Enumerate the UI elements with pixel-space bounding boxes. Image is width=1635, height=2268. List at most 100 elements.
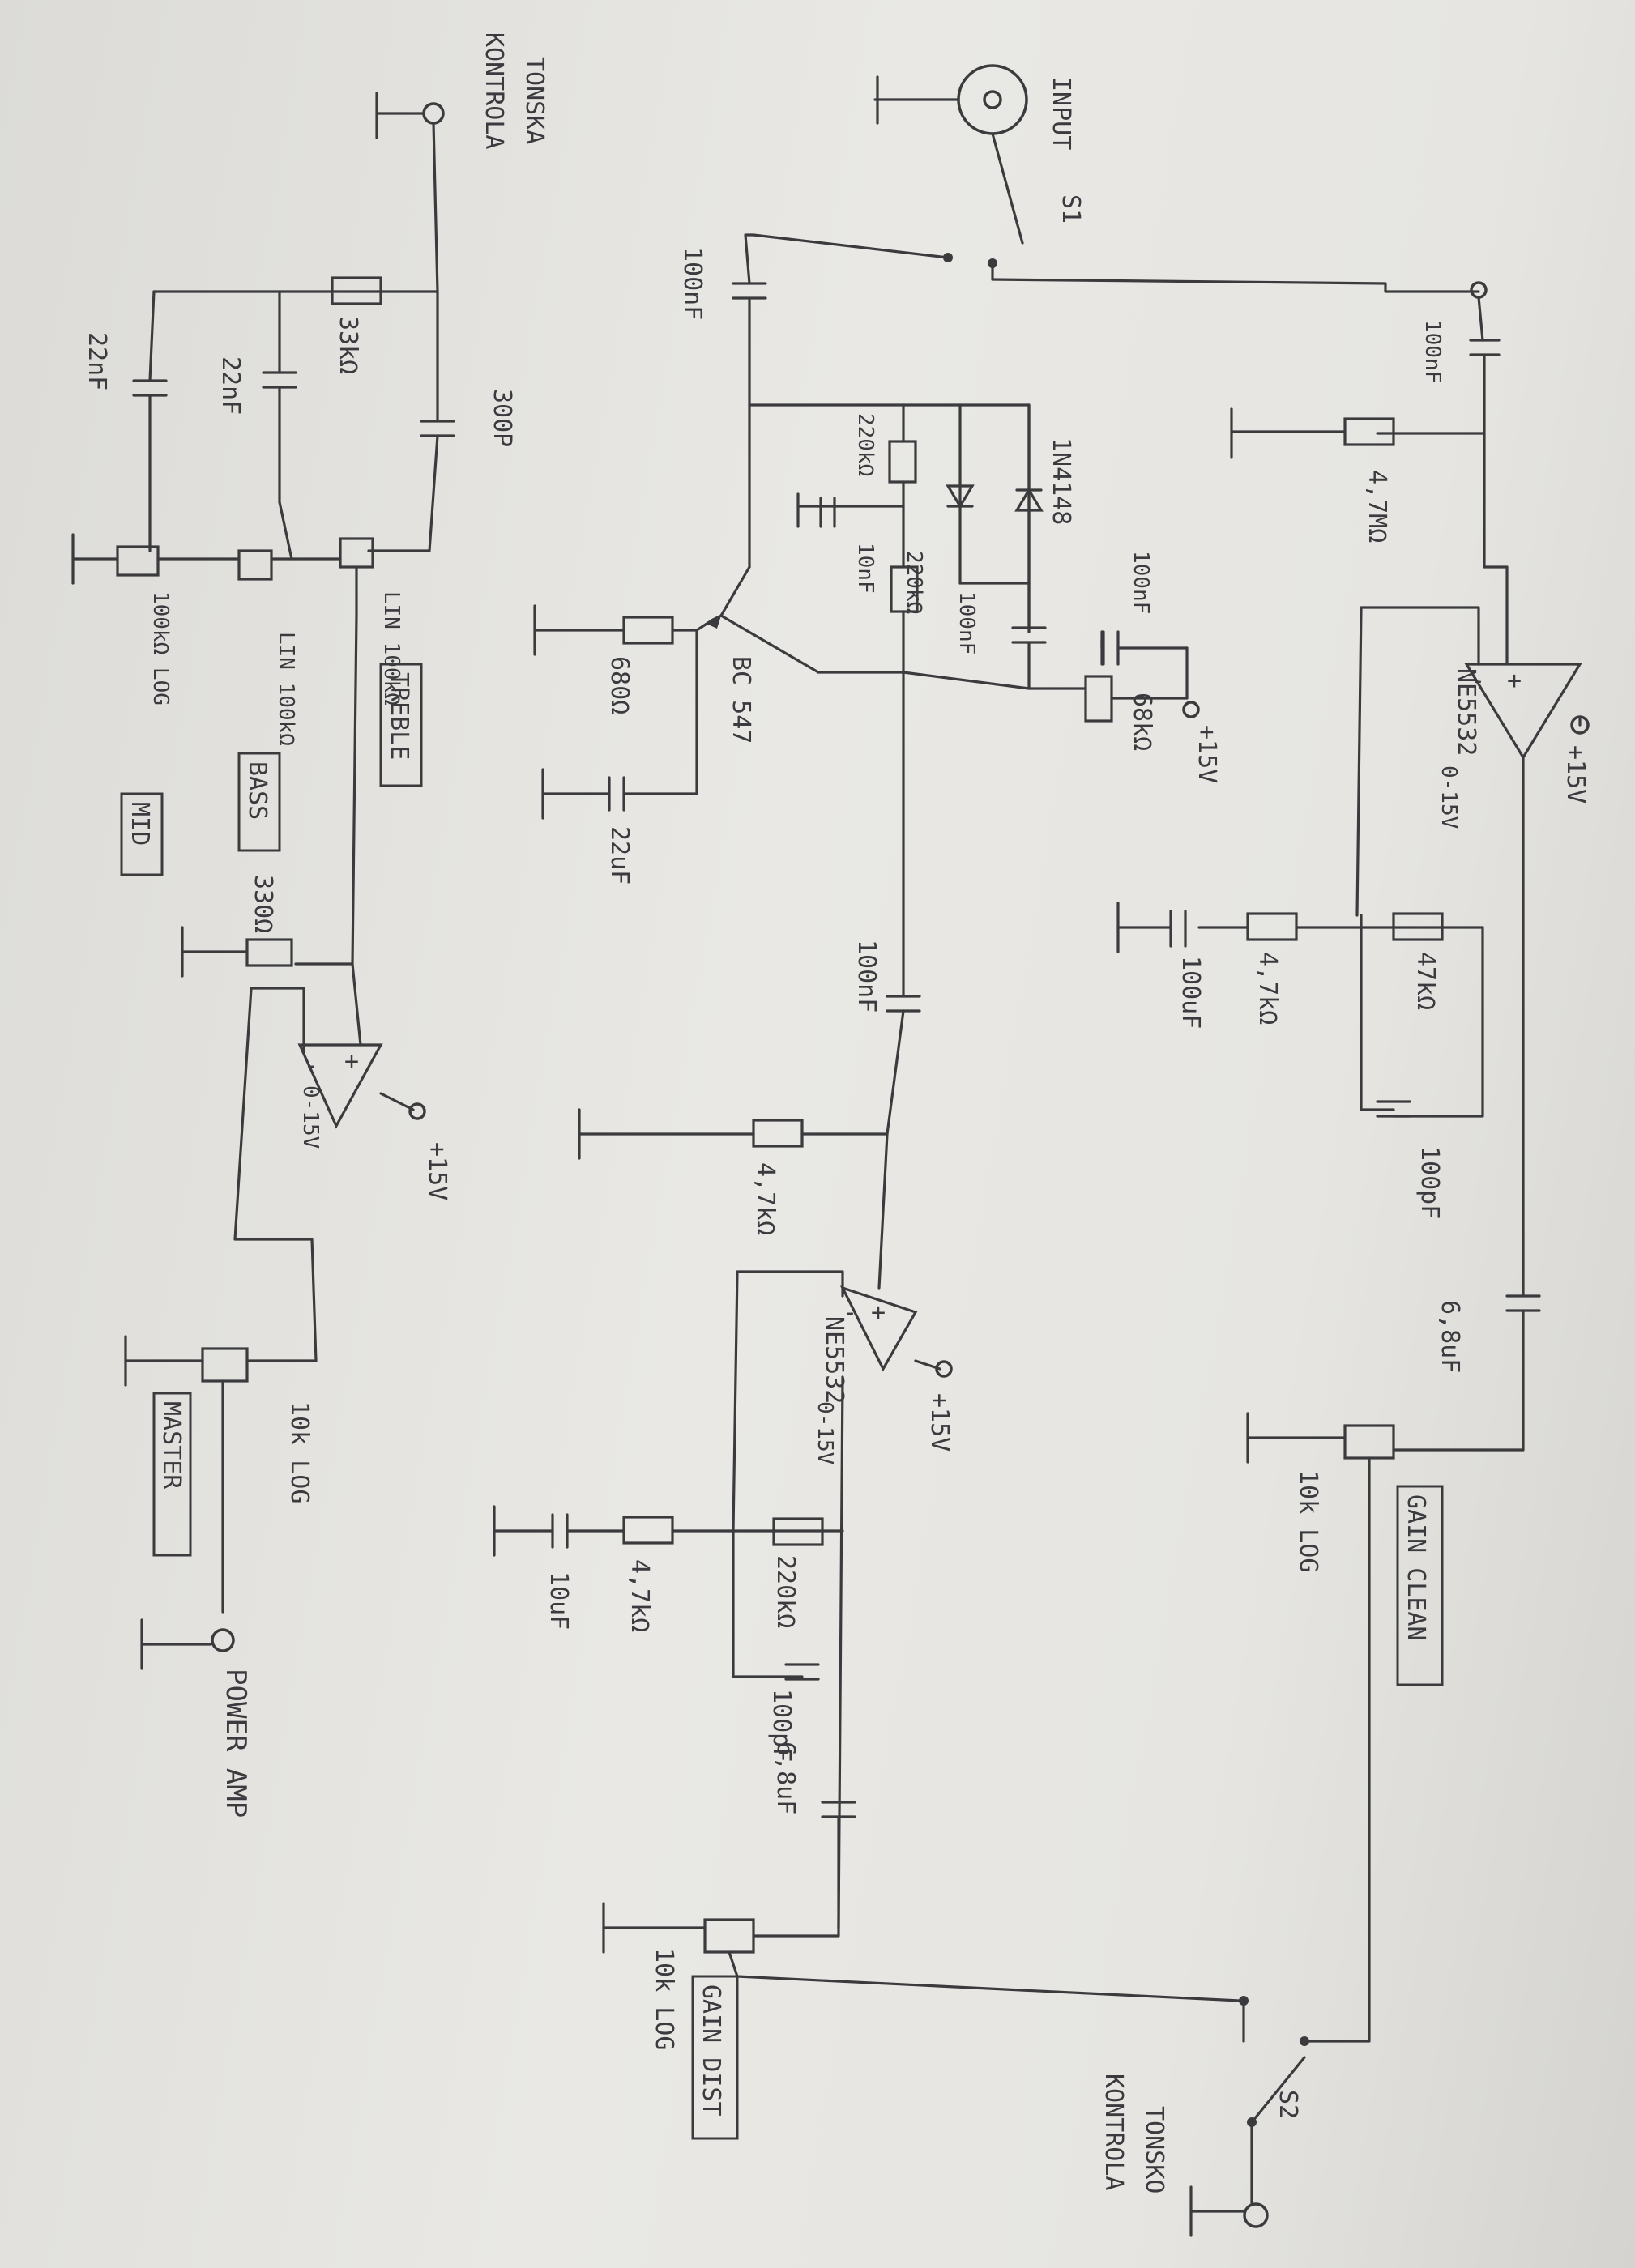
bias-cap-label: 100nF bbox=[1129, 551, 1153, 614]
opamp-output: + - bbox=[297, 1043, 383, 1129]
kontrola-top-label: KONTROLA bbox=[480, 32, 508, 150]
wire bbox=[732, 1270, 844, 1533]
clean-input-cap-label: 100nF bbox=[1420, 320, 1445, 383]
dist-gain-resistor-label: 4,7kΩ bbox=[625, 1559, 654, 1632]
kontrola-bottom-label: KONTROLA bbox=[1099, 2074, 1128, 2191]
dist-input-cap-label: 100nF bbox=[678, 247, 707, 320]
svg-text:+: + bbox=[344, 1047, 359, 1076]
capacitor bbox=[132, 379, 168, 397]
tone-output-jack bbox=[1243, 2202, 1269, 2228]
svg-text:-: - bbox=[304, 1051, 318, 1080]
opamp3-supply-label: +15V bbox=[423, 1142, 451, 1200]
clean-feedback-resistor-label: 47kΩ bbox=[1411, 952, 1440, 1010]
gain-dist-pot[interactable] bbox=[703, 1918, 755, 1954]
gain-clean-pot[interactable] bbox=[1343, 1424, 1395, 1460]
gain-dist-box bbox=[691, 1975, 739, 2140]
c300p-label: 300P bbox=[488, 389, 516, 447]
capacitor bbox=[1469, 339, 1501, 356]
gain-clean-box bbox=[1396, 1485, 1444, 1686]
clean-bias-resistor-label: 4,7MΩ bbox=[1363, 470, 1391, 543]
treble-pot-label: LIN 100kΩ bbox=[379, 591, 403, 706]
tone-input-jack bbox=[422, 102, 445, 125]
r220k-b-label: 220kΩ bbox=[902, 551, 926, 614]
bass-pot-label: LIN 100kΩ bbox=[274, 632, 298, 746]
dist-gain-cap-label: 10uF bbox=[544, 1571, 573, 1630]
tonsko-label: TONSKO bbox=[1140, 2106, 1168, 2193]
svg-text:+: + bbox=[1507, 667, 1522, 695]
opamp-dist: + - bbox=[839, 1285, 918, 1372]
mid-pot[interactable] bbox=[116, 545, 160, 577]
tonska-label: TONSKA bbox=[520, 57, 549, 144]
bass-pot[interactable] bbox=[237, 549, 273, 581]
gain-clean-pot-label: 10k LOG bbox=[1294, 1470, 1322, 1572]
master-pot[interactable] bbox=[201, 1347, 249, 1383]
wire bbox=[351, 614, 362, 1047]
r680-label: 680Ω bbox=[605, 656, 634, 714]
opamp3-neg-supply-label: 0-15V bbox=[298, 1085, 322, 1149]
c22nf-a-label: 22nF bbox=[216, 356, 245, 415]
r33k-label: 33kΩ bbox=[334, 316, 362, 374]
resistor bbox=[622, 1516, 674, 1545]
treble-pot[interactable] bbox=[339, 537, 374, 569]
switch1-label: S1 bbox=[1057, 194, 1085, 224]
collector-supply-label: +15V bbox=[1193, 725, 1221, 783]
opamp1-supply-label: +15V bbox=[1561, 745, 1590, 804]
switch2-label: S2 bbox=[1274, 2090, 1302, 2119]
capacitor bbox=[886, 995, 921, 1013]
diode-cap-label: 100nF bbox=[954, 591, 979, 654]
c22u-label: 22uF bbox=[605, 826, 634, 885]
resistor bbox=[1084, 675, 1113, 723]
master-pot-label: 10k LOG bbox=[285, 1401, 314, 1503]
resistor bbox=[752, 1119, 804, 1148]
clean-gain-resistor-label: 4,7kΩ bbox=[1253, 952, 1282, 1025]
clean-output-cap-label: 6,8uF bbox=[1436, 1300, 1464, 1373]
wire bbox=[367, 434, 439, 552]
wire bbox=[622, 629, 698, 795]
r220k-label: 220kΩ bbox=[853, 413, 877, 476]
resistor bbox=[245, 938, 293, 967]
master-box bbox=[152, 1392, 192, 1557]
diodes-label: 1N4148 bbox=[1047, 437, 1075, 525]
dist-feedback-resistor-label: 220kΩ bbox=[771, 1555, 800, 1628]
c10n-label: 10nF bbox=[853, 543, 877, 594]
r47k-label: 4,7kΩ bbox=[751, 1162, 779, 1235]
r68k-label: 68kΩ bbox=[1128, 693, 1156, 751]
opamp1-label: NE5532 bbox=[1452, 668, 1480, 756]
power-amp-jack bbox=[211, 1628, 235, 1652]
diode bbox=[1014, 487, 1044, 512]
gain-dist-label: GAIN DIST bbox=[697, 1985, 725, 2117]
master-label: MASTER bbox=[157, 1401, 186, 1490]
wire bbox=[1355, 606, 1480, 917]
switch-s2 bbox=[1239, 1996, 1309, 2205]
dist-feedback-cap-label: 100pF bbox=[767, 1689, 796, 1762]
mid-pot-label: 100kΩ LOG bbox=[148, 591, 173, 706]
switch-s1 bbox=[752, 132, 1024, 281]
treble-label: TREBLE bbox=[385, 672, 413, 760]
svg-text:-: - bbox=[1471, 667, 1485, 695]
treble-box bbox=[379, 663, 423, 787]
resistor bbox=[1246, 912, 1298, 941]
transistor-bc547 bbox=[695, 565, 820, 674]
r330-label: 330Ω bbox=[249, 875, 277, 933]
wire bbox=[732, 1529, 804, 1678]
c22nf-b-label: 22nF bbox=[83, 332, 111, 390]
gain-clean-label: GAIN CLEAN bbox=[1402, 1494, 1430, 1641]
transistor-label: BC 547 bbox=[727, 656, 755, 744]
resistor bbox=[1343, 417, 1395, 446]
resistor bbox=[622, 616, 674, 645]
opamp2-label: NE5532 bbox=[820, 1316, 848, 1404]
bass-box bbox=[237, 752, 281, 852]
mid-label: MID bbox=[126, 802, 154, 846]
opamp-clean: + - bbox=[1464, 663, 1582, 761]
bass-label: BASS bbox=[243, 761, 271, 820]
resistor bbox=[888, 440, 917, 484]
opamp1-neg-supply-label: 0-15V bbox=[1436, 765, 1461, 829]
resistor bbox=[331, 276, 382, 305]
wire bbox=[233, 987, 318, 1362]
diode bbox=[946, 484, 975, 509]
wire bbox=[728, 1950, 1241, 2002]
capacitor bbox=[551, 1513, 569, 1549]
capacitor bbox=[262, 371, 297, 389]
capacitor bbox=[732, 282, 767, 300]
